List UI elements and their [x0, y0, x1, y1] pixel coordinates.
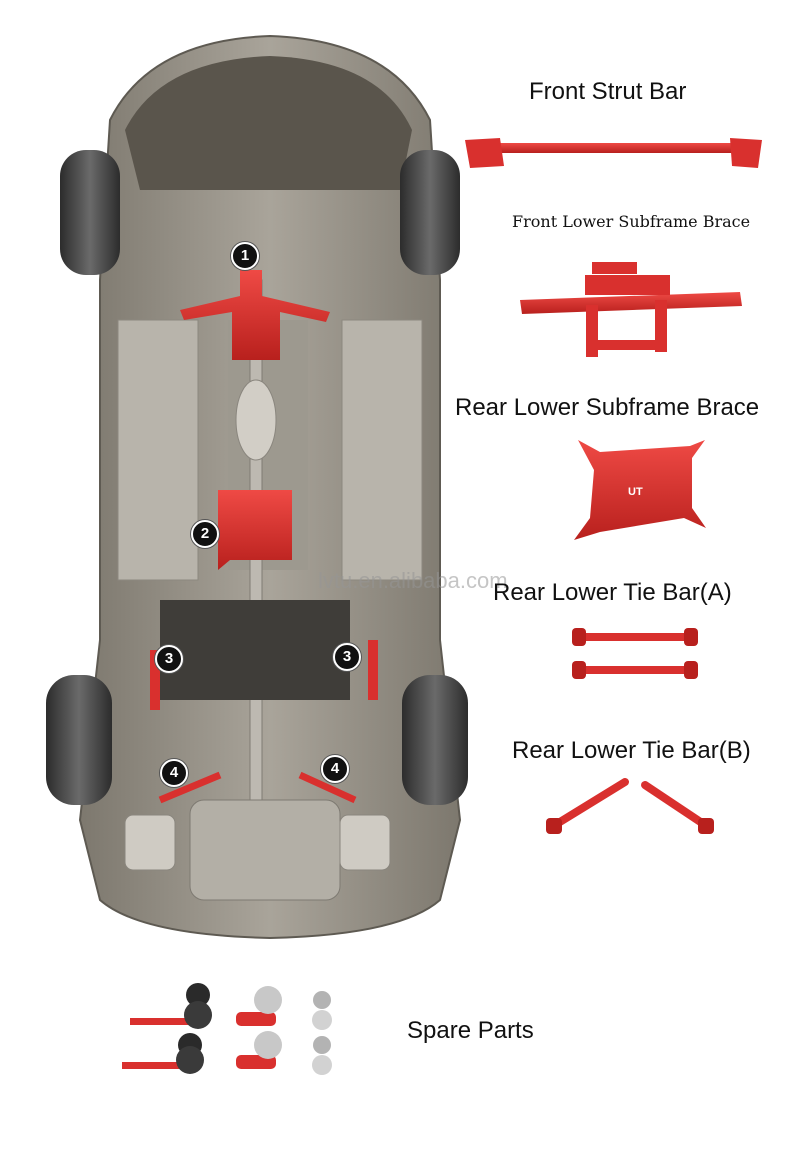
front-strut-bar-product [465, 138, 762, 168]
muffler-right [339, 814, 391, 871]
watermark: lvtu.en.alibaba.com [318, 568, 508, 593]
floor-pan-left [117, 319, 199, 581]
label-front-lower-subframe-brace: Front Lower Subframe Brace [512, 212, 751, 231]
label-rear-lower-subframe-brace: Rear Lower Subframe Brace [455, 394, 760, 421]
brace-logo: UT [628, 486, 643, 498]
tire-front-right [400, 150, 460, 275]
marker-3-right: 3 [333, 643, 361, 671]
marker-1: 1 [231, 242, 259, 270]
label-rear-lower-tie-bar-b: Rear Lower Tie Bar(B) [512, 737, 751, 764]
tire-rear-left [46, 675, 112, 805]
label-spare-parts: Spare Parts [407, 1017, 534, 1044]
rear-muffler [189, 799, 341, 901]
fuel-tank [160, 600, 350, 700]
marker-4-right: 4 [321, 755, 349, 783]
installed-rear-arm-left [158, 771, 222, 804]
tire-front-left [60, 150, 120, 275]
marker-4-left: 4 [160, 759, 188, 787]
spare-parts-hardware [122, 983, 332, 1075]
rear-lower-tie-bar-a-product [572, 628, 698, 679]
tire-rear-right [402, 675, 468, 805]
rear-lower-tie-bar-b-product [546, 778, 714, 834]
muffler-left [124, 814, 176, 871]
rear-lower-subframe-brace-product [574, 440, 706, 540]
installed-tie-bar-right [368, 640, 378, 700]
label-front-strut-bar: Front Strut Bar [529, 78, 687, 105]
installed-front-subframe-brace [180, 270, 330, 360]
installed-rear-arm-right [298, 771, 357, 804]
front-undertray [125, 56, 412, 190]
catalytic-converter [235, 379, 277, 461]
installed-tie-bar-left [150, 650, 160, 710]
front-lower-subframe-brace-product [520, 262, 742, 357]
installed-rear-subframe-brace [218, 490, 292, 570]
marker-2: 2 [191, 520, 219, 548]
floor-pan-right [341, 319, 423, 581]
marker-3-left: 3 [155, 645, 183, 673]
label-rear-lower-tie-bar-a: Rear Lower Tie Bar(A) [493, 579, 732, 606]
